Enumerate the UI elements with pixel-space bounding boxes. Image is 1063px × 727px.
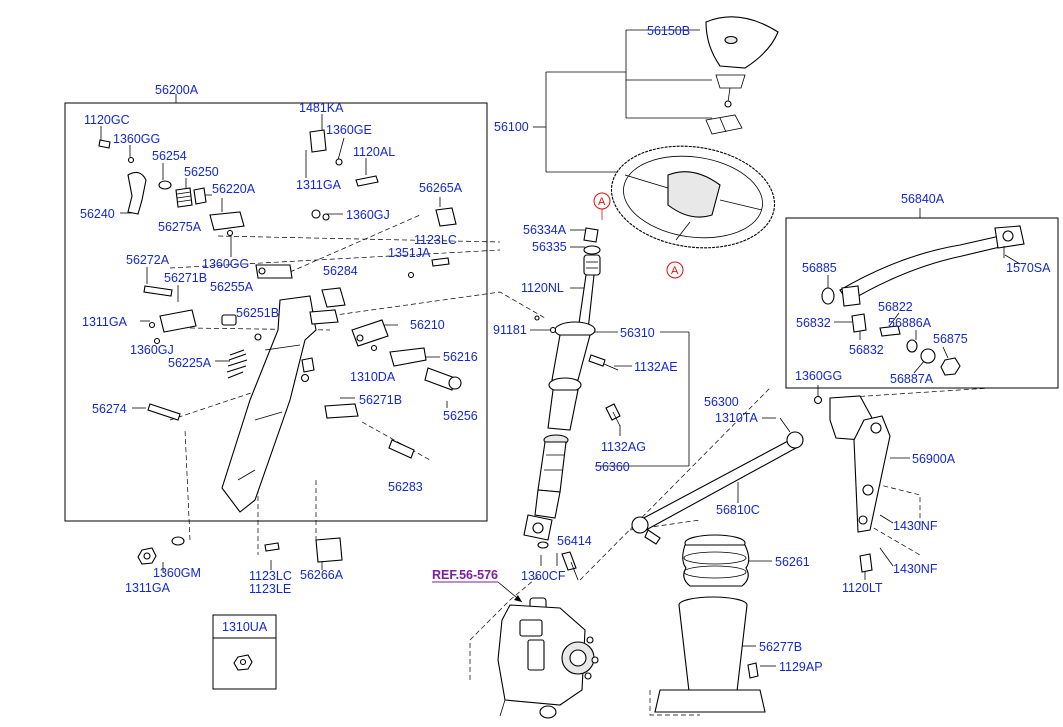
label-1360GJ: 1360GJ xyxy=(346,208,390,222)
label-56240: 56240 xyxy=(80,207,115,221)
label-56200A: 56200A xyxy=(155,83,199,97)
label-1360GG: 1360GG xyxy=(202,257,249,271)
label-56840A: 56840A xyxy=(901,192,945,206)
label-1360GG: 1360GG xyxy=(113,132,160,146)
label-56832: 56832 xyxy=(849,343,884,357)
steering-gear-box xyxy=(497,597,599,719)
label-56274: 56274 xyxy=(92,402,127,416)
pitman-arm-tie-rod xyxy=(631,395,891,573)
label-56272A: 56272A xyxy=(126,253,170,267)
label-1311GA: 1311GA xyxy=(125,581,171,595)
label-1120NL: 1120NL xyxy=(521,281,564,295)
label-56300: 56300 xyxy=(704,395,739,409)
label-1311GA: 1311GA xyxy=(82,315,128,329)
part-labels: 56200A 1120GC 1360GG 56254 56250 56240 5… xyxy=(80,24,1051,674)
label-56822: 56822 xyxy=(878,300,913,314)
column-bracket-assembly xyxy=(98,129,462,671)
label-56887A: 56887A xyxy=(890,372,934,386)
label-56275A: 56275A xyxy=(158,220,202,234)
label-1310DA: 1310DA xyxy=(350,370,396,384)
label-56360: 56360 xyxy=(595,460,630,474)
label-56310: 56310 xyxy=(620,326,655,340)
label-56832: 56832 xyxy=(796,316,831,330)
leader-lines xyxy=(100,29,1021,667)
label-1132AG: 1132AG xyxy=(601,440,646,454)
label-1123LC: 1123LC xyxy=(249,569,292,583)
label-1132AE: 1132AE xyxy=(634,360,678,374)
reference-markers: A A xyxy=(593,192,684,279)
label-56254: 56254 xyxy=(152,149,187,163)
label-56266A: 56266A xyxy=(300,568,344,582)
label-56225A: 56225A xyxy=(168,356,212,370)
label-56283: 56283 xyxy=(388,480,423,494)
nut-callout-frame xyxy=(212,614,277,690)
label-1570SA: 1570SA xyxy=(1006,261,1051,275)
steering-wheel xyxy=(610,16,779,249)
label-1123LE: 1123LE xyxy=(249,582,291,596)
label-56150B: 56150B xyxy=(647,24,690,38)
label-56271B: 56271B xyxy=(164,271,207,285)
label-1310UA: 1310UA xyxy=(222,620,268,634)
label-1120GC: 1120GC xyxy=(84,113,130,127)
marker-a-bottom: A xyxy=(671,265,679,277)
label-91181: 91181 xyxy=(493,323,527,337)
label-56885: 56885 xyxy=(802,261,837,275)
drag-link xyxy=(821,225,1025,376)
label-56334A: 56334A xyxy=(523,223,567,237)
pedal-group-frame xyxy=(64,102,488,522)
label-56900A: 56900A xyxy=(912,452,956,466)
label-56210: 56210 xyxy=(410,318,445,332)
label-1123LC: 1123LC xyxy=(414,233,457,247)
label-56220A: 56220A xyxy=(212,182,256,196)
label-56216: 56216 xyxy=(443,350,478,364)
label-56256: 56256 xyxy=(443,409,478,423)
label-56335: 56335 xyxy=(532,240,567,254)
label-56810C: 56810C xyxy=(716,503,760,517)
label-56886A: 56886A xyxy=(888,316,932,330)
drag-link-group-frame xyxy=(785,217,1059,389)
dust-boot xyxy=(654,534,766,713)
label-1120LT: 1120LT xyxy=(842,581,883,595)
label-1360GE: 1360GE xyxy=(326,123,372,137)
label-56414: 56414 xyxy=(557,534,592,548)
label-1311GA: 1311GA xyxy=(296,178,342,192)
label-1129AP: 1129AP xyxy=(779,660,823,674)
label-56277B: 56277B xyxy=(759,640,802,654)
label-1430NF: 1430NF xyxy=(893,519,938,533)
label-1430NF: 1430NF xyxy=(893,562,938,576)
label-1360CF: 1360CF xyxy=(521,569,566,583)
label-1360GG: 1360GG xyxy=(795,369,842,383)
label-1120AL: 1120AL xyxy=(353,145,395,159)
label-1310TA: 1310TA xyxy=(715,411,759,425)
label-56875: 56875 xyxy=(933,332,968,346)
label-56250: 56250 xyxy=(184,165,219,179)
label-1360GJ: 1360GJ xyxy=(130,343,174,357)
label-56251B: 56251B xyxy=(236,306,279,320)
label-56271B: 56271B xyxy=(359,393,402,407)
label-1351JA: 1351JA xyxy=(388,246,431,260)
marker-a-top: A xyxy=(598,196,606,208)
label-56261: 56261 xyxy=(775,555,810,569)
label-ref-56-576: REF.56-576 xyxy=(432,568,498,582)
label-56100: 56100 xyxy=(494,120,529,134)
steering-column xyxy=(523,227,621,581)
label-1360GM: 1360GM xyxy=(153,566,201,580)
label-1481KA: 1481KA xyxy=(299,101,344,115)
label-56255A: 56255A xyxy=(210,280,254,294)
label-56284: 56284 xyxy=(323,264,358,278)
label-56265A: 56265A xyxy=(419,181,463,195)
